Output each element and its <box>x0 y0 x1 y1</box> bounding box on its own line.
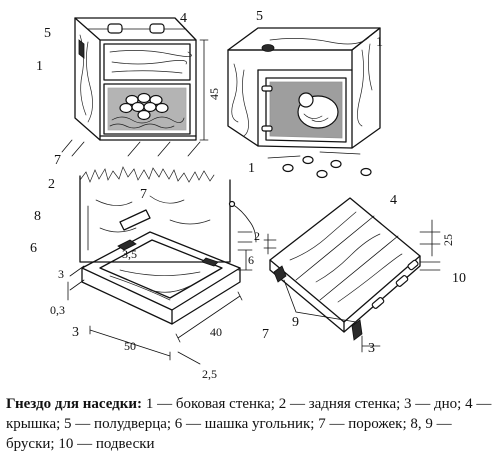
callouts-middle-right: 4 25 10 9 3 <box>292 193 466 356</box>
callout-label: 7 <box>262 327 269 342</box>
callouts-top-right: 5 1 <box>256 9 383 50</box>
nest-frame-open-view <box>67 166 257 365</box>
caption-body: 1 — боковая стенка; 2 — задняя стенка; 3… <box>6 396 492 452</box>
callout-label: 5 <box>256 9 263 24</box>
callout-label: 9 <box>292 315 299 330</box>
callout-label: 4 <box>390 193 397 208</box>
callout-label: 4 <box>180 11 187 26</box>
nest-lid-view <box>263 197 441 353</box>
callout-label: 7 <box>140 187 147 202</box>
callout-label: 8 <box>34 209 41 224</box>
callout-label: 1 <box>36 59 43 74</box>
callout-label: 2 <box>48 177 55 192</box>
figure-caption: Гнездо для наседки: 1 — боковая стенка; … <box>6 394 500 454</box>
dimension-label: 2 <box>254 229 260 243</box>
callout-label: 5 <box>44 26 51 41</box>
dimension-label: 6 <box>248 253 254 267</box>
callout-label: 3 <box>368 341 375 356</box>
eggs-in-nest <box>119 92 169 121</box>
dimension-label: 25 <box>441 234 455 246</box>
callout-label: 1 <box>376 35 383 50</box>
callouts-top-left: 5 4 1 45 7 <box>36 11 221 168</box>
nest-box-with-hen <box>227 27 381 179</box>
chicks <box>282 155 372 179</box>
dimension-label: 0,3 <box>50 303 65 317</box>
callout-label: 7 <box>54 153 61 168</box>
dimension-label: 50 <box>124 339 136 353</box>
caption-title: Гнездо для наседки: <box>6 396 143 412</box>
callout-label: 10 <box>452 271 466 286</box>
callout-label: 6 <box>30 241 37 256</box>
nest-box-front-view <box>61 17 209 157</box>
dimension-label: 3,5 <box>122 247 137 261</box>
dimension-label: 45 <box>207 88 221 100</box>
callout-label: 1 <box>248 161 255 176</box>
dimension-label: 3 <box>58 267 64 281</box>
callouts-middle-left: 2 7 1 8 6 3,5 6 2 3 0,3 3 50 40 7 2,5 <box>30 161 269 381</box>
dimension-label: 2,5 <box>202 367 217 381</box>
dimension-label: 40 <box>210 325 222 339</box>
callout-label: 3 <box>72 325 79 340</box>
nest-box-diagram: 5 4 1 45 7 5 1 2 7 1 8 6 3,5 6 2 3 0,3 3… <box>30 9 466 381</box>
